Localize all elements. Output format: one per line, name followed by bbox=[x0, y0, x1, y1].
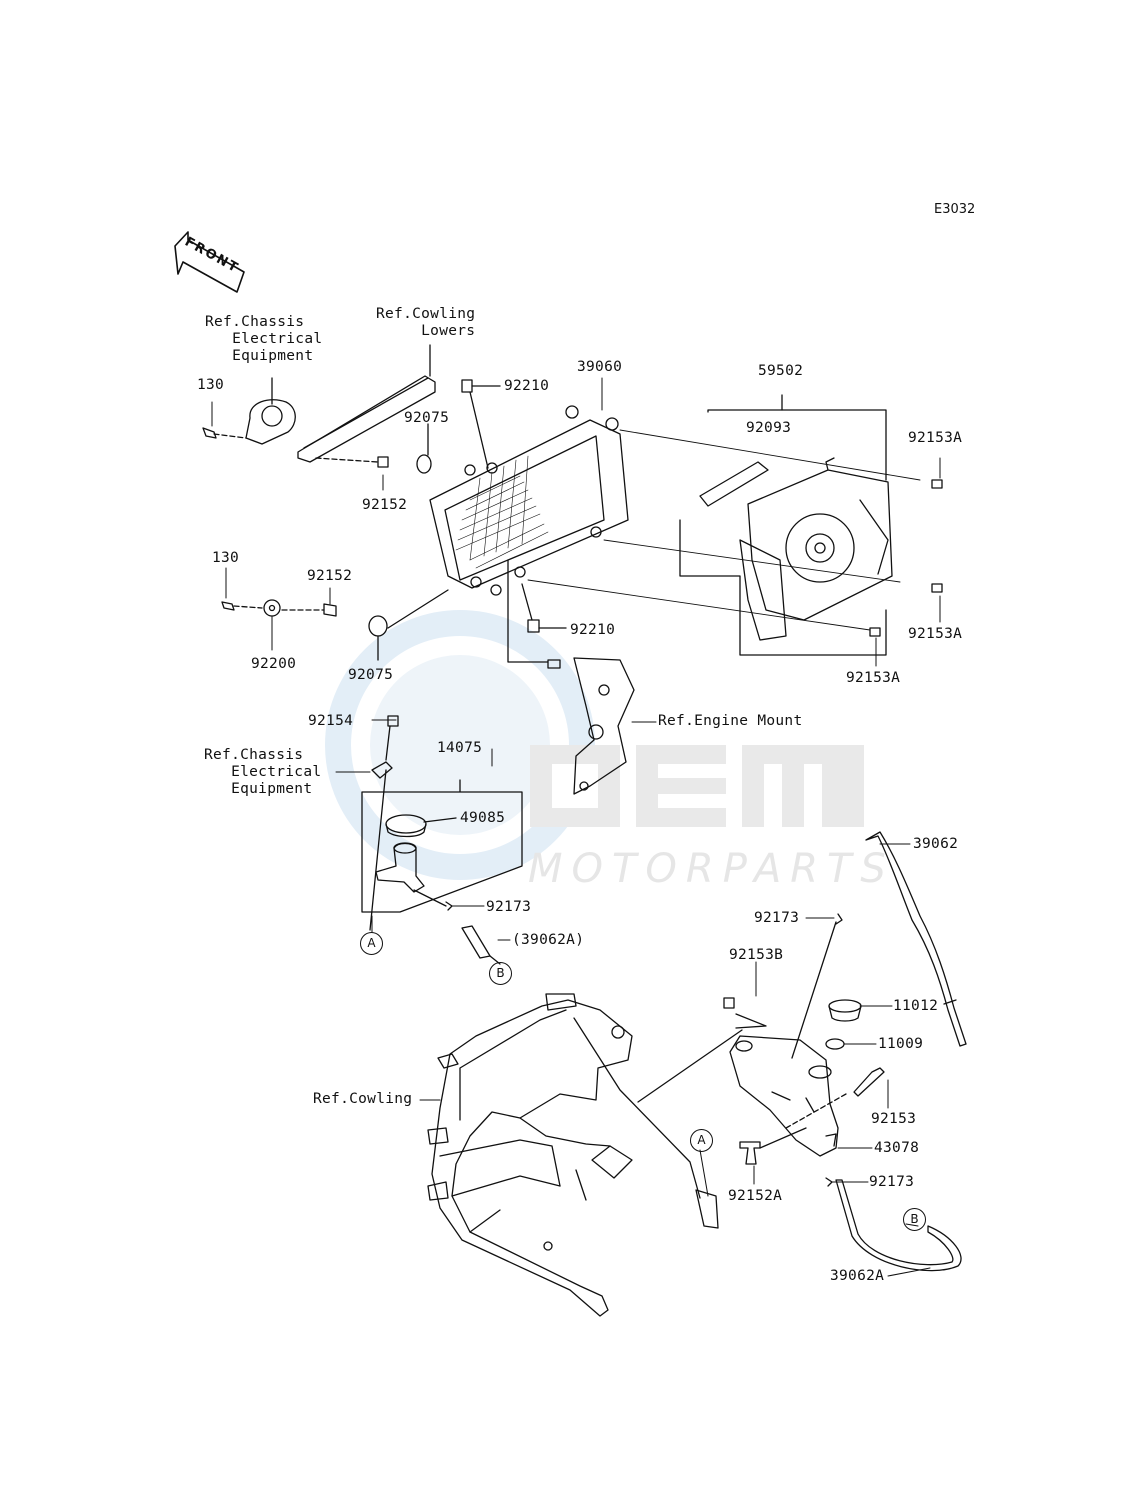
radiator-cap-49085 bbox=[385, 814, 457, 838]
grommet-92075-b bbox=[368, 589, 449, 661]
label-92210-a: 92210 bbox=[504, 378, 550, 394]
bracket-14075 bbox=[361, 779, 523, 913]
bolt-92154 bbox=[385, 715, 399, 761]
label-39060: 39060 bbox=[577, 359, 623, 375]
callout-b-1: B bbox=[489, 962, 512, 985]
clamp-92173-b bbox=[791, 913, 843, 1059]
gasket-11009 bbox=[825, 1038, 845, 1050]
bolt-92153A-a bbox=[931, 479, 943, 489]
diagram-code: E3032 bbox=[934, 202, 976, 217]
reserve-tank-part bbox=[729, 1035, 839, 1157]
fan-assembly-part bbox=[739, 457, 893, 641]
nut-92210-a bbox=[461, 379, 501, 469]
front-arrow-icon bbox=[174, 231, 245, 293]
clamp-92173-c bbox=[825, 1177, 833, 1187]
label-11012: 11012 bbox=[893, 998, 939, 1014]
label-49085: 49085 bbox=[460, 810, 506, 826]
watermark-subtitle: MOTORPARTS bbox=[528, 846, 895, 892]
bolt-92153A-c bbox=[869, 627, 881, 637]
callout-a-2: A bbox=[690, 1129, 713, 1152]
label-92152A: 92152A bbox=[728, 1188, 783, 1204]
label-ref-engine-mount: Ref.Engine Mount bbox=[658, 713, 803, 729]
label-130-b: 130 bbox=[212, 550, 240, 566]
front-indicator: FRONT bbox=[162, 234, 250, 294]
cap-11012 bbox=[828, 999, 862, 1022]
collar-92152-a bbox=[315, 456, 389, 468]
label-92075-a: 92075 bbox=[404, 410, 450, 426]
bracket-59502 bbox=[679, 394, 887, 656]
callout-a-1: A bbox=[360, 932, 383, 955]
bolt-130-b bbox=[221, 601, 263, 611]
front-label: FRONT bbox=[182, 234, 242, 277]
label-59502: 59502 bbox=[758, 363, 804, 379]
label-43078: 43078 bbox=[874, 1140, 920, 1156]
bolt-92153A-b bbox=[931, 583, 943, 593]
label-leaders bbox=[211, 377, 941, 1277]
fan-leader-lines bbox=[527, 429, 921, 631]
label-11009: 11009 bbox=[878, 1036, 924, 1052]
label-92154: 92154 bbox=[308, 713, 354, 729]
washer-92200 bbox=[263, 599, 281, 617]
callout-b-2: B bbox=[903, 1208, 926, 1231]
clamp-92173-a bbox=[413, 889, 453, 911]
label-92153A-a: 92153A bbox=[908, 430, 963, 446]
cowling-frame-part bbox=[427, 993, 743, 1317]
label-92210-b: 92210 bbox=[570, 622, 616, 638]
label-92153: 92153 bbox=[871, 1111, 917, 1127]
label-92153A-c: 92153A bbox=[846, 670, 901, 686]
hose-39062 bbox=[865, 831, 967, 1047]
radiator-part bbox=[429, 405, 629, 596]
label-ref-cowling: Ref.Cowling bbox=[313, 1091, 413, 1107]
label-92153B: 92153B bbox=[729, 947, 784, 963]
label-92075-b: 92075 bbox=[348, 667, 394, 683]
label-39062A: 39062A bbox=[830, 1268, 885, 1284]
wire-clip-ref-chassis bbox=[369, 761, 393, 931]
bolt-130-a bbox=[202, 427, 247, 439]
label-ref-chassis-1: Ref.Chassis Electrical Equipment bbox=[205, 314, 323, 364]
bolt-92152A bbox=[739, 1127, 807, 1165]
hose-39062A-short bbox=[461, 925, 501, 965]
label-92200: 92200 bbox=[251, 656, 297, 672]
label-130-a: 130 bbox=[197, 377, 225, 393]
plate-92093 bbox=[699, 461, 769, 507]
label-92173-c: 92173 bbox=[869, 1174, 915, 1190]
hose-39062A-long bbox=[835, 1179, 962, 1272]
nut-92210-b bbox=[521, 583, 567, 633]
label-92173-a: 92173 bbox=[486, 899, 532, 915]
cowling-stay-bar bbox=[297, 344, 436, 463]
filler-neck-part bbox=[375, 842, 425, 893]
grommet-92075-a bbox=[416, 423, 432, 474]
label-92152-a: 92152 bbox=[362, 497, 408, 513]
label-92173-b: 92173 bbox=[754, 910, 800, 926]
horn-part bbox=[245, 377, 296, 445]
engine-mount-bracket bbox=[507, 559, 635, 795]
label-92093: 92093 bbox=[746, 420, 792, 436]
collar-92152-b bbox=[281, 603, 337, 617]
label-92152-b: 92152 bbox=[307, 568, 353, 584]
bolt-92153 bbox=[785, 1067, 885, 1129]
label-39062: 39062 bbox=[913, 836, 959, 852]
label-92153A-b: 92153A bbox=[908, 626, 963, 642]
bolt-92153B bbox=[723, 997, 767, 1029]
label-ref-cowling-lowers: Ref.Cowling Lowers bbox=[376, 306, 476, 339]
label-14075: 14075 bbox=[437, 740, 483, 756]
label-ref-chassis-2: Ref.Chassis Electrical Equipment bbox=[204, 747, 322, 797]
label-39062A-paren: (39062A) bbox=[512, 932, 585, 948]
